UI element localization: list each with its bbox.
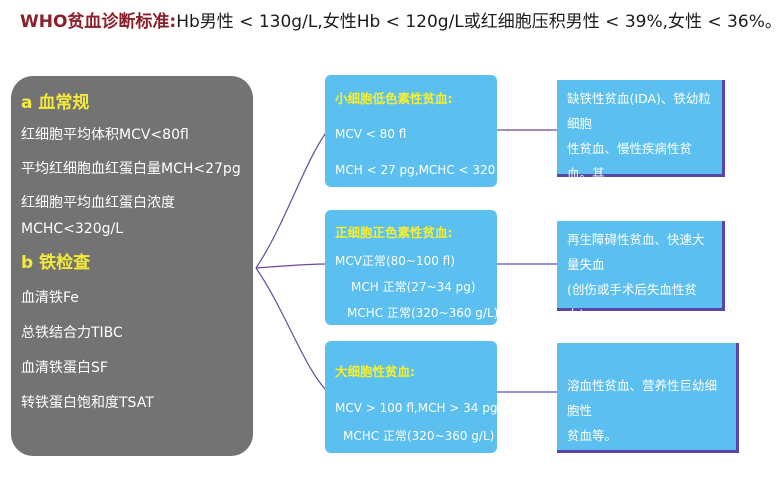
a-item: 红细胞平均血红蛋白浓度	[21, 195, 175, 211]
category-line: MCV < 80 fl	[335, 127, 407, 141]
result-line: 中IDA最常见。	[567, 191, 652, 206]
result-line: 贫血等。	[567, 428, 618, 443]
a-item: 平均红细胞血红蛋白量MCH<27pg	[21, 161, 241, 177]
category-line: MCV > 100 fl,MCH > 34 pg,	[335, 401, 502, 415]
result-line: 溶血性贫血、营养性巨幼细胞性	[567, 378, 718, 418]
result-line: 性贫血、慢性疾病性贫血。其	[567, 141, 693, 181]
a-item: 红细胞平均体积MCV<80fl	[21, 127, 189, 143]
connector-middle	[255, 263, 329, 269]
connector-bottom	[255, 267, 329, 393]
title-criteria: Hb男性 < 130g/L,女性Hb < 120g/L或红细胞压积男性 < 39…	[176, 12, 779, 32]
category-line: MCH < 27 pg,MCHC < 320 g/L	[335, 163, 518, 177]
section-b-heading: b 铁检查	[21, 253, 91, 273]
b-item: 血清铁Fe	[21, 290, 79, 306]
page-title: WHO贫血诊断标准:Hb男性 < 130g/L,女性Hb < 120g/L或红细…	[20, 9, 779, 35]
category-line: MCH 正常(27~34 pg)	[351, 280, 476, 294]
category-microcytic: 小细胞低色素性贫血: MCV < 80 fl MCH < 27 pg,MCHC …	[325, 75, 517, 187]
category-macrocytic: 大细胞性贫血: MCV > 100 fl,MCH > 34 pg, MCHC 正…	[325, 341, 501, 453]
lab-tests-panel: a 血常规 红细胞平均体积MCV<80fl 平均红细胞血红蛋白量MCH<27pg…	[11, 76, 253, 456]
result-line: (创伤或手术后失血性贫血)、	[567, 282, 697, 322]
category-title: 大细胞性贫血:	[335, 364, 415, 379]
category-line: MCHC 正常(320~360 g/L)	[343, 429, 495, 443]
b-item: 总铁结合力TIBC	[21, 325, 123, 341]
result-microcytic: 缺铁性贫血(IDA)、铁幼粒细胞 性贫血、慢性疾病性贫血。其 中IDA最常见。	[557, 80, 725, 206]
title-highlight: WHO贫血诊断标准:	[20, 12, 177, 32]
section-a-heading: a 血常规	[21, 93, 90, 113]
result-line: 再生障碍性贫血、快速大量失血	[567, 232, 705, 272]
category-title: 正细胞正色素性贫血:	[335, 225, 453, 240]
result-macrocytic: 溶血性贫血、营养性巨幼细胞性 贫血等。	[557, 343, 739, 453]
result-line: 缺铁性贫血(IDA)、铁幼粒细胞	[567, 91, 711, 131]
category-title: 小细胞低色素性贫血:	[335, 91, 453, 106]
category-normocytic: 正细胞正色素性贫血: MCV正常(80~100 fl) MCH 正常(27~34…	[325, 210, 499, 325]
result-normocytic: 再生障碍性贫血、快速大量失血 (创伤或手术后失血性贫血)、 某些溶血性贫血等。	[557, 221, 725, 347]
connector-top	[255, 129, 329, 269]
category-line: MCV正常(80~100 fl)	[335, 254, 455, 268]
b-item: 转铁蛋白饱和度TSAT	[21, 395, 154, 411]
b-item: 血清铁蛋白SF	[21, 360, 108, 376]
a-item: MCHC<320g/L	[21, 221, 124, 237]
category-line: MCHC 正常(320~360 g/L)	[347, 306, 499, 320]
